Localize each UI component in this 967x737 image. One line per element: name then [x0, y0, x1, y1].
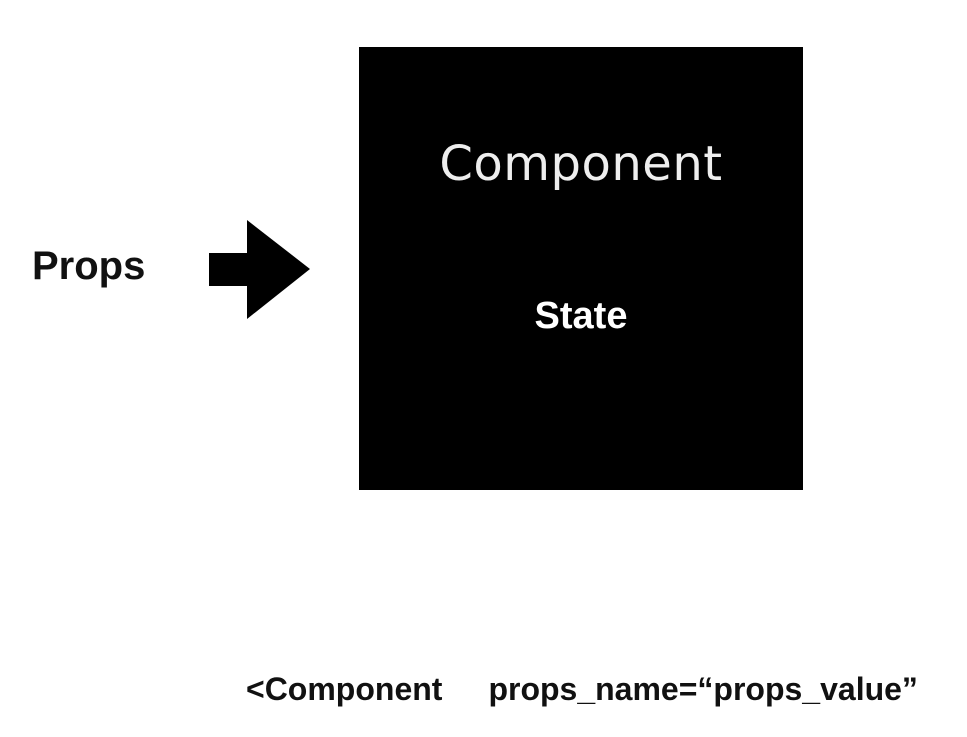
- component-title: Component: [439, 136, 723, 192]
- code-example: <Component props_name=“props_value”: [246, 673, 918, 705]
- state-label: State: [534, 295, 628, 337]
- right-arrow-icon: [209, 220, 310, 319]
- component-box: Component State: [359, 47, 803, 490]
- code-tag: <Component: [246, 671, 443, 707]
- code-attribute: props_name=“props_value”: [488, 671, 918, 707]
- props-label: Props: [32, 244, 146, 288]
